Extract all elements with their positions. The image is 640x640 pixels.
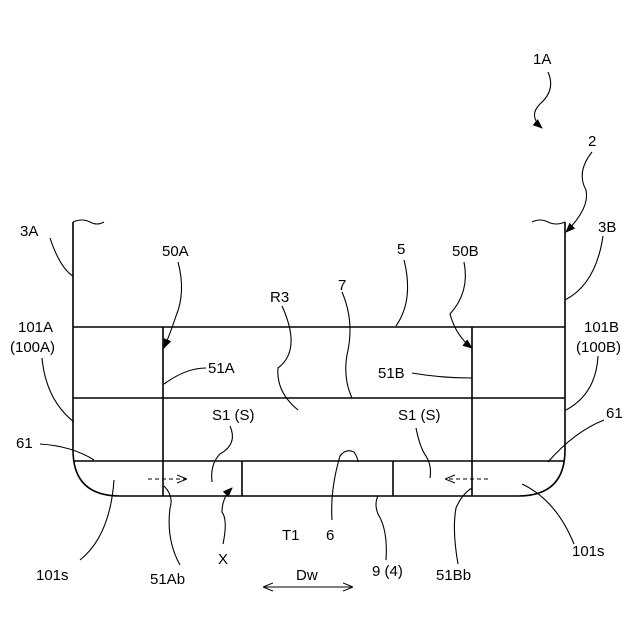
leader-5 (396, 260, 408, 326)
label-Dw: Dw (296, 567, 318, 584)
leader-2 (566, 152, 592, 232)
leader-R3 (278, 306, 298, 410)
leader-61-left (40, 444, 94, 460)
label-S1-right: S1 (S) (398, 407, 441, 424)
leader-51A (164, 368, 206, 384)
leader-1A (534, 72, 550, 128)
label-5: 5 (397, 241, 405, 258)
label-3B: 3B (598, 219, 616, 236)
label-6: 6 (326, 527, 334, 544)
leader-S1-left (212, 426, 233, 482)
label-T1: T1 (282, 527, 300, 544)
label-X: X (218, 551, 228, 568)
leader-101B (566, 356, 598, 410)
label-51A: 51A (208, 360, 235, 377)
label-100B: (100B) (576, 339, 621, 356)
leader-51Bb (454, 488, 472, 564)
wall-break-right (532, 220, 565, 224)
leader-101s-right (522, 484, 574, 544)
label-50B: 50B (452, 243, 479, 260)
leader-94 (376, 496, 386, 560)
label-1A: 1A (533, 51, 551, 68)
label-101A: 101A (18, 319, 53, 336)
label-51Ab: 51Ab (150, 571, 185, 588)
label-100A: (100A) (10, 339, 55, 356)
label-2: 2 (588, 133, 596, 150)
leader-61-right (548, 420, 604, 462)
label-101s-left: 101s (36, 567, 69, 584)
leader-7 (342, 292, 352, 398)
leader-3B (565, 236, 603, 300)
label-3A: 3A (20, 223, 38, 240)
label-101s-right: 101s (572, 543, 605, 560)
leader-3A (50, 238, 73, 276)
leader-51B (412, 373, 472, 378)
label-R3: R3 (270, 289, 289, 306)
label-9-4: 9 (4) (372, 563, 403, 580)
leader-50B (450, 262, 472, 348)
wall-break-left (73, 220, 104, 224)
label-50A: 50A (162, 243, 189, 260)
leader-101A (42, 358, 74, 422)
label-51B: 51B (378, 365, 405, 382)
label-101B: 101B (584, 319, 619, 336)
label-S1-left: S1 (S) (212, 407, 255, 424)
label-61-right: 61 (606, 405, 623, 422)
label-51Bb: 51Bb (436, 567, 471, 584)
leader-51Ab (164, 486, 180, 565)
leader-50A (164, 262, 182, 348)
leader-S1-right (416, 428, 431, 478)
outer-wall (73, 222, 565, 496)
label-7: 7 (338, 277, 346, 294)
label-61-left: 61 (16, 435, 33, 452)
